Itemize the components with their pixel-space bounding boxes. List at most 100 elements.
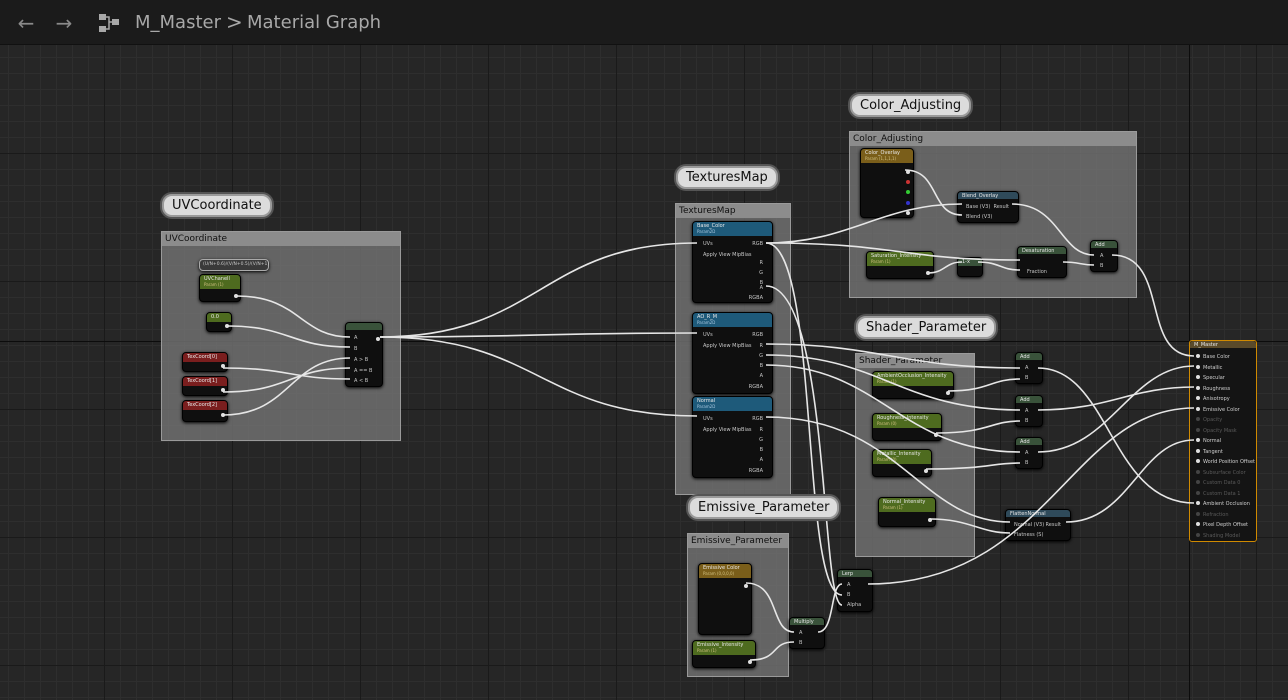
one-minus-node[interactable]: 1-x <box>957 257 983 277</box>
output-pin[interactable] <box>924 469 928 473</box>
material-output-pin[interactable]: Emissive Color <box>1196 406 1240 413</box>
output-pin[interactable] <box>934 433 938 437</box>
material-output-pin[interactable]: Normal <box>1196 438 1221 444</box>
pin-dot-icon[interactable] <box>1196 469 1200 474</box>
output-pin-b[interactable] <box>906 201 910 205</box>
pin-dot-icon[interactable] <box>1196 532 1200 537</box>
pin-dot-icon[interactable] <box>1196 427 1200 432</box>
multiply-node[interactable]: Multiply A B <box>789 617 825 649</box>
output-pin[interactable] <box>926 271 930 275</box>
pin-dot-icon[interactable] <box>1196 480 1200 484</box>
material-output-pin[interactable]: Custom Data 0 <box>1196 480 1240 486</box>
pin-label: Specular <box>1203 375 1225 381</box>
material-output-pin[interactable]: Subsurface Color <box>1196 469 1246 476</box>
output-pin[interactable] <box>221 413 225 417</box>
lerp-node[interactable]: Lerp A B Alpha <box>837 569 873 612</box>
pin-dot-icon[interactable] <box>1196 385 1200 390</box>
material-output-pin[interactable]: Opacity <box>1196 417 1222 423</box>
pin-dot-icon[interactable] <box>1196 448 1200 453</box>
texcoord-0-node[interactable]: TexCoord[0] <box>182 352 228 372</box>
pin-dot-icon[interactable] <box>1196 417 1200 421</box>
material-output-pin[interactable]: Anisotropy <box>1196 396 1230 402</box>
graph-hierarchy-icon[interactable] <box>98 13 120 33</box>
blend-overlay-node[interactable]: Blend_Overlay Base (V3) Blend (V3) Resul… <box>957 191 1019 223</box>
add-node-1[interactable]: Add A B <box>1015 352 1043 384</box>
output-pin[interactable] <box>376 337 380 341</box>
output-pin-g[interactable] <box>906 190 910 194</box>
material-output-pin[interactable]: Roughness <box>1196 385 1231 392</box>
output-pin-a[interactable] <box>906 211 910 215</box>
comment-bubble-shader-parameter[interactable]: Shader_Parameter <box>856 316 997 339</box>
texcoord-2-node[interactable]: TexCoord[2] <box>182 400 228 422</box>
material-output-pin[interactable]: World Position Offset <box>1196 459 1255 465</box>
pin-dot-icon[interactable] <box>1196 522 1200 526</box>
comment-bubble-texturesmap[interactable]: TexturesMap <box>676 166 778 189</box>
pin-dot-icon[interactable] <box>1196 375 1200 379</box>
output-pin-r[interactable] <box>906 180 910 184</box>
material-output-pin[interactable]: Refraction <box>1196 511 1229 518</box>
constant-node[interactable]: 0.0 <box>206 312 232 332</box>
output-pin[interactable] <box>225 324 229 328</box>
texcoord-1-node[interactable]: TexCoord[1] <box>182 376 228 396</box>
node-header: Add <box>1016 438 1042 445</box>
material-output-pin[interactable]: Specular <box>1196 375 1225 381</box>
pin-dot-icon[interactable] <box>1196 396 1200 400</box>
comment-bubble-emissive-parameter[interactable]: Emissive_Parameter <box>688 496 840 519</box>
material-output-pin[interactable]: Tangent <box>1196 448 1223 455</box>
material-output-pin[interactable]: Opacity Mask <box>1196 427 1237 434</box>
desaturation-node[interactable]: Desaturation Fraction <box>1017 246 1067 278</box>
output-pin[interactable] <box>748 660 752 664</box>
material-output-pin[interactable]: Shading Model <box>1196 532 1240 539</box>
pin-dot-icon[interactable] <box>1196 511 1200 516</box>
output-pin[interactable] <box>946 391 950 395</box>
pin-label: Roughness <box>1203 385 1231 392</box>
comment-bubble-uvcoordinate[interactable]: UVCoordinate <box>162 194 272 217</box>
pin-dot-icon[interactable] <box>1196 459 1200 463</box>
pin-dot-icon[interactable] <box>1196 406 1200 411</box>
expression-text-node[interactable]: (U/N+0.6)/(V/N+0.5)/(V/N+1) <box>199 259 269 271</box>
pin-dot-icon[interactable] <box>1196 438 1200 442</box>
breadcrumb-root[interactable]: M_Master <box>135 12 222 33</box>
flatten-normal-node[interactable]: FlattenNormal Normal (V3) Flatness (S) R… <box>1005 509 1071 541</box>
output-pin[interactable] <box>221 364 225 368</box>
forward-button[interactable]: → <box>51 10 77 36</box>
comment-bubble-color-adjusting[interactable]: Color_Adjusting <box>850 94 972 117</box>
material-output-pin[interactable]: Ambient Occlusion <box>1196 501 1250 507</box>
output-pin[interactable] <box>221 388 225 392</box>
pin-dot-icon[interactable] <box>1196 364 1200 369</box>
pin-dot-icon[interactable] <box>1196 490 1200 495</box>
material-output-pin[interactable]: Metallic <box>1196 364 1222 371</box>
add-color-node[interactable]: Add A B <box>1090 240 1118 272</box>
if-switch-node[interactable]: A B A > B A == B A < B <box>345 322 383 387</box>
pin-dot-icon[interactable] <box>1196 354 1200 358</box>
pin-label: A == B <box>354 368 373 374</box>
add-node-2[interactable]: Add A B <box>1015 395 1043 427</box>
pin-dot-icon[interactable] <box>1196 501 1200 505</box>
material-output-pin[interactable]: Custom Data 1 <box>1196 490 1240 497</box>
output-pin[interactable] <box>928 518 932 522</box>
output-pin[interactable] <box>744 584 748 588</box>
material-output-pin[interactable]: Base Color <box>1196 354 1230 360</box>
pin-label: B <box>1100 263 1104 269</box>
output-pin[interactable] <box>906 170 910 174</box>
back-button[interactable]: ← <box>13 10 39 36</box>
add-node-3[interactable]: Add A B <box>1015 437 1043 469</box>
output-pin[interactable] <box>234 294 238 298</box>
material-output-pin[interactable]: Pixel Depth Offset <box>1196 522 1248 528</box>
